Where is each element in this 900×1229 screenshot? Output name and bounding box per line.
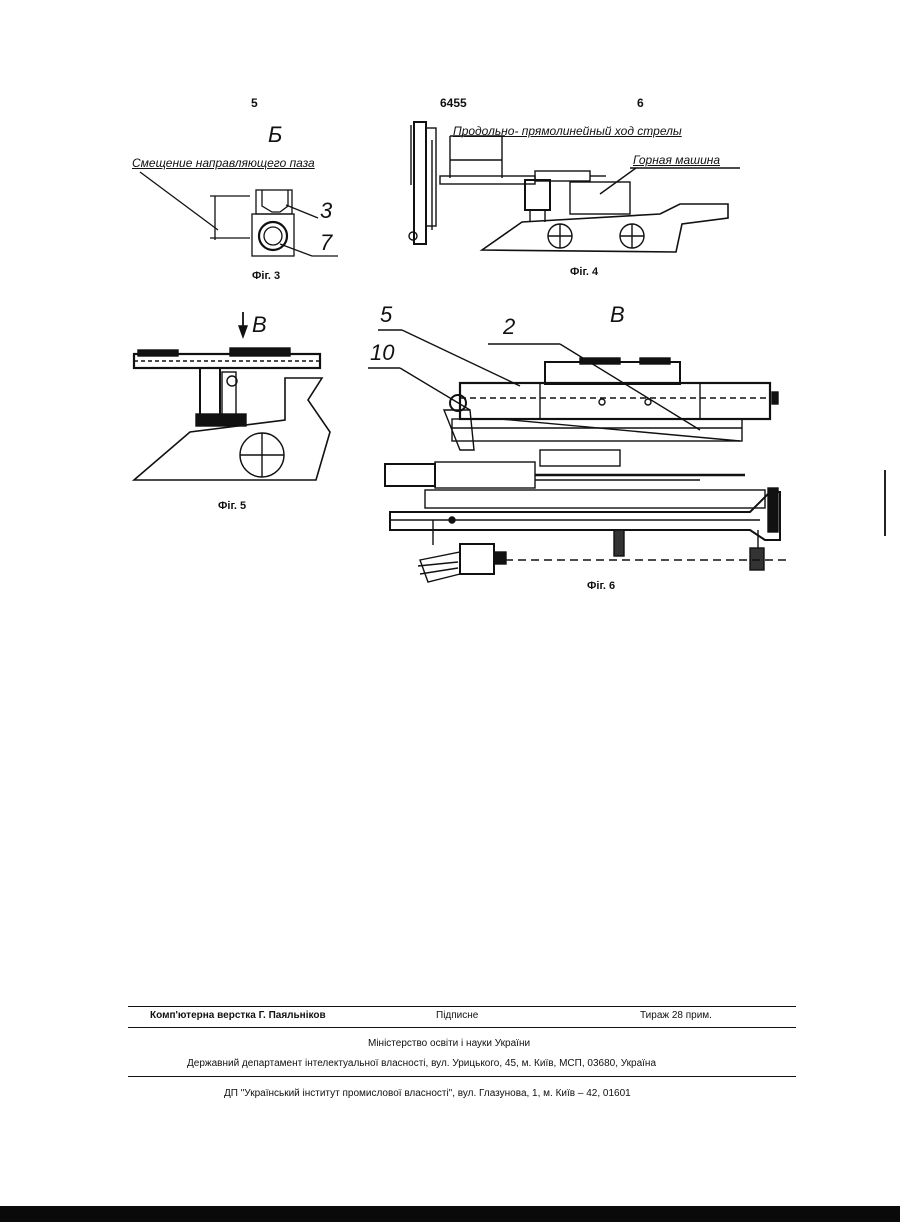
footer-rule-middle [128,1027,796,1028]
footer-circulation: Тираж 28 прим. [640,1010,712,1021]
footer-department: Державний департамент інтелектуальної вл… [187,1058,656,1069]
scan-bottom-bar [0,1206,900,1222]
footer-rule-top [128,1006,796,1007]
footer-rule-bottom [128,1076,796,1077]
fig4-caption: Фіг. 4 [570,266,598,278]
fig6-view-label: В [610,302,625,328]
fig3-ref-7: 7 [320,230,332,256]
fig3-note: Смещение направляющего паза [132,156,315,170]
fig5-caption: Фіг. 5 [218,500,246,512]
footer-typesetter: Комп'ютерна верстка Г. Паяльніков [150,1010,326,1021]
page-number-left: 5 [251,96,258,110]
page-number-right: 6 [637,96,644,110]
fig6-ref-2: 2 [503,314,515,340]
fig4-note-stroke: Продольно- прямолинейный ход стрелы [453,124,682,138]
fig3-ref-3: 3 [320,198,332,224]
fig3-section-label: Б [268,122,282,148]
fig4-note-machine: Горная машина [633,153,720,167]
fig5-view-label: В [252,312,267,338]
footer-institute: ДП "Український інститут промислової вла… [224,1088,631,1099]
fig6-ref-10: 10 [370,340,394,366]
patent-number: 6455 [440,96,467,110]
fig6-caption: Фіг. 6 [587,580,615,592]
footer-ministry: Міністерство освіти і науки України [368,1038,530,1049]
fig6-ref-5: 5 [380,302,392,328]
footer-signed: Підписне [436,1010,478,1021]
scan-edge-mark [884,470,886,536]
fig3-caption: Фіг. 3 [252,270,280,282]
